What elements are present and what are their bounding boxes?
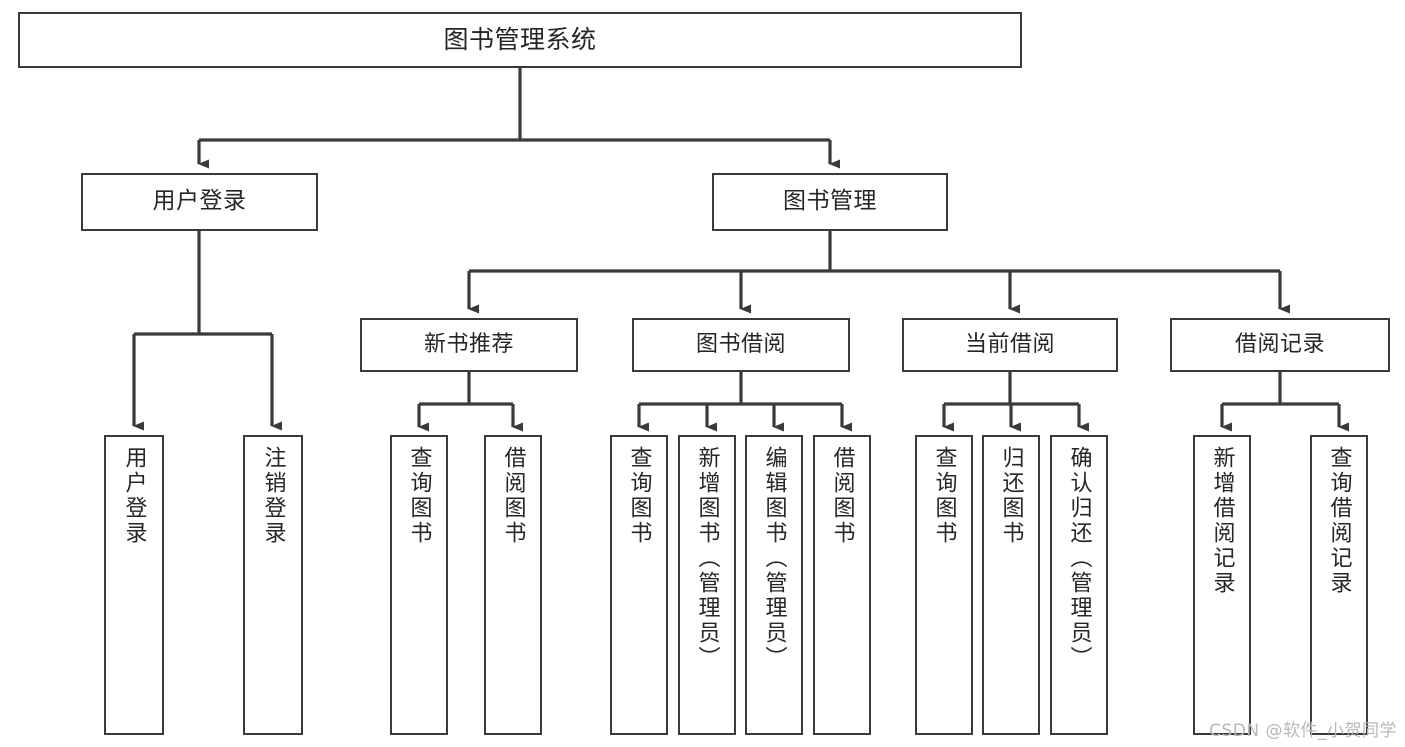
node-leaf-query-book-rec-label: 查询图书 (406, 446, 432, 546)
node-root[interactable]: 图书管理系统 (18, 12, 1022, 68)
node-leaf-add-book-label: 新增图书（管理员） (694, 446, 720, 671)
node-book-manage[interactable]: 图书管理 (712, 173, 948, 231)
node-leaf-user-login-label: 用户登录 (121, 446, 147, 546)
node-leaf-confirm-return[interactable]: 确认归还（管理员） (1050, 435, 1108, 735)
node-leaf-user-logout[interactable]: 注销登录 (243, 435, 303, 735)
node-leaf-confirm-return-label: 确认归还（管理员） (1066, 446, 1092, 671)
node-leaf-borrow-book-rec[interactable]: 借阅图书 (484, 435, 542, 735)
node-user-login-label: 用户登录 (152, 188, 247, 215)
node-user-login[interactable]: 用户登录 (81, 173, 318, 231)
node-leaf-add-record-label: 新增借阅记录 (1209, 446, 1235, 596)
node-leaf-edit-book-label: 编辑图书（管理员） (761, 446, 787, 671)
node-leaf-borrow-book-label: 借阅图书 (829, 446, 855, 546)
node-leaf-query-book-cur[interactable]: 查询图书 (915, 435, 973, 735)
node-leaf-user-login[interactable]: 用户登录 (104, 435, 164, 735)
node-leaf-return-book[interactable]: 归还图书 (982, 435, 1040, 735)
node-leaf-query-book-cur-label: 查询图书 (931, 446, 957, 546)
node-leaf-user-logout-label: 注销登录 (260, 446, 286, 546)
node-borrow-record[interactable]: 借阅记录 (1170, 318, 1390, 372)
node-new-book-rec[interactable]: 新书推荐 (360, 318, 578, 372)
node-leaf-borrow-book-rec-label: 借阅图书 (500, 446, 526, 546)
node-leaf-add-record[interactable]: 新增借阅记录 (1193, 435, 1251, 735)
node-borrow-record-label: 借阅记录 (1234, 332, 1325, 358)
node-leaf-query-record[interactable]: 查询借阅记录 (1310, 435, 1368, 735)
node-leaf-query-record-label: 查询借阅记录 (1326, 446, 1352, 596)
node-leaf-query-book-borrow-label: 查询图书 (626, 446, 652, 546)
node-book-borrow[interactable]: 图书借阅 (632, 318, 850, 372)
node-current-borrow[interactable]: 当前借阅 (902, 318, 1118, 372)
csdn-watermark: CSDN @软件_小贺同学 (1209, 721, 1397, 741)
node-leaf-borrow-book[interactable]: 借阅图书 (813, 435, 871, 735)
node-book-manage-label: 图书管理 (783, 188, 877, 215)
node-book-borrow-label: 图书借阅 (695, 332, 786, 358)
node-leaf-query-book-rec[interactable]: 查询图书 (390, 435, 448, 735)
node-leaf-add-book[interactable]: 新增图书（管理员） (678, 435, 736, 735)
node-new-book-rec-label: 新书推荐 (423, 332, 514, 358)
node-leaf-return-book-label: 归还图书 (998, 446, 1024, 546)
node-leaf-query-book-borrow[interactable]: 查询图书 (610, 435, 668, 735)
node-leaf-edit-book[interactable]: 编辑图书（管理员） (745, 435, 803, 735)
node-root-label: 图书管理系统 (443, 25, 597, 55)
node-current-borrow-label: 当前借阅 (964, 332, 1055, 358)
